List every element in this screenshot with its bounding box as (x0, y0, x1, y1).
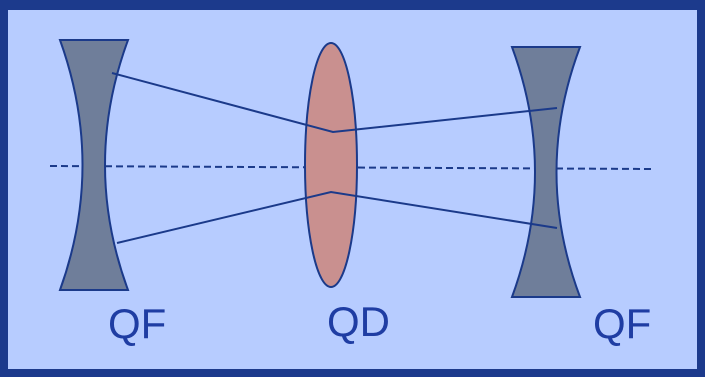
right-qf-lens (510, 46, 582, 298)
left-lens-label: QF (108, 300, 166, 347)
center-lens-label: QD (327, 298, 390, 345)
right-lens-label: QF (593, 300, 651, 347)
upper-ray (111, 72, 558, 134)
left-qf-lens (58, 39, 130, 291)
lower-ray (116, 190, 558, 244)
center-qd-lens (304, 42, 358, 288)
